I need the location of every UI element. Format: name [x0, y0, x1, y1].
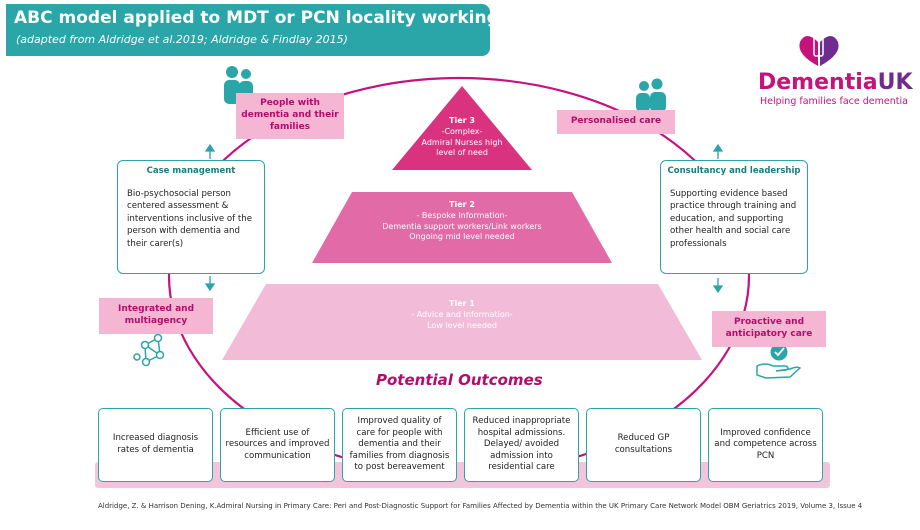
tier2-line-3: Ongoing mid level needed: [409, 232, 515, 242]
outcome-reduced-gp-consultations: Reduced GP consultations: [586, 408, 701, 482]
logo-tagline: Helping families face dementia: [760, 96, 908, 107]
card-case-management-title: Case management: [146, 166, 236, 176]
page-subtitle: (adapted from Aldridge et al.2019; Aldri…: [16, 33, 348, 46]
arrow-up-right-icon: [712, 143, 724, 159]
dementia-uk-logo: DementiaUK: [758, 70, 913, 95]
arrow-down-right-icon: [712, 278, 724, 294]
card-consultancy-body: Supporting evidence based practice throu…: [670, 189, 797, 249]
tier2-title: Tier 2: [449, 200, 475, 209]
outcome-efficient-resources: Efficient use of resources and improved …: [220, 408, 335, 482]
outcome-reduced-admissions: Reduced inappropriate hospital admission…: [464, 408, 579, 482]
arrow-up-left-icon: [204, 143, 216, 159]
dementia-uk-logo-icon: [799, 29, 839, 66]
page-title: ABC model applied to MDT or PCN locality…: [14, 8, 499, 28]
tier2-line-2: Dementia support workers/Link workers: [382, 221, 542, 231]
outcome-improved-confidence: Improved confidence and competence acros…: [708, 408, 823, 482]
family-icon: [636, 78, 666, 112]
tier2-shape: [312, 192, 612, 263]
tier1-text: Tier 1 - Advice and Information- Low lev…: [362, 299, 562, 331]
label-personalised-care: Personalised care: [557, 110, 675, 134]
tier3-line-2: Admiral Nurses high: [421, 137, 503, 147]
outcome-diagnosis-rates: Increased diagnosis rates of dementia: [98, 408, 213, 482]
card-consultancy-leadership: Consultancy and leadership Supporting ev…: [660, 160, 808, 274]
logo-name-suffix: UK: [877, 70, 913, 95]
tier3-line-1: -Complex-: [441, 126, 483, 136]
network-icon: [133, 333, 165, 367]
tier1-shape: [222, 284, 702, 360]
tier1-title: Tier 1: [449, 299, 475, 308]
tier3-title: Tier 3: [449, 116, 475, 125]
tier3-text: Tier 3 -Complex- Admiral Nurses high lev…: [402, 116, 522, 159]
logo-name-main: Dementia: [758, 70, 878, 95]
tier2-line-1: - Bespoke Information-: [416, 210, 508, 220]
tier3-line-3: level of need: [436, 148, 488, 158]
card-consultancy-title: Consultancy and leadership: [667, 166, 801, 176]
title-banner: [6, 4, 490, 56]
label-people-with-dementia: People with dementia and their families: [236, 93, 344, 139]
tier1-line-1: - Advice and Information-: [411, 309, 513, 319]
card-case-management: Case management Bio-psychosocial person …: [117, 160, 265, 274]
arrow-down-left-icon: [204, 276, 216, 292]
tier3-shape: [392, 86, 532, 170]
tier1-line-2: Low level needed: [427, 320, 497, 330]
potential-outcomes-title: Potential Outcomes: [376, 371, 543, 389]
label-proactive-care: Proactive and anticipatory care: [712, 311, 826, 347]
card-case-management-body: Bio-psychosocial person centered assessm…: [127, 189, 252, 249]
outcome-quality-of-care: Improved quality of care for people with…: [342, 408, 457, 482]
label-integrated-multiagency: Integrated and multiagency: [99, 298, 213, 334]
footer-citation: Aldridge, Z. & Harrison Dening, K.Admira…: [98, 502, 863, 510]
hand-check-icon: [756, 343, 802, 379]
tier2-text: Tier 2 - Bespoke Information- Dementia s…: [352, 200, 572, 243]
